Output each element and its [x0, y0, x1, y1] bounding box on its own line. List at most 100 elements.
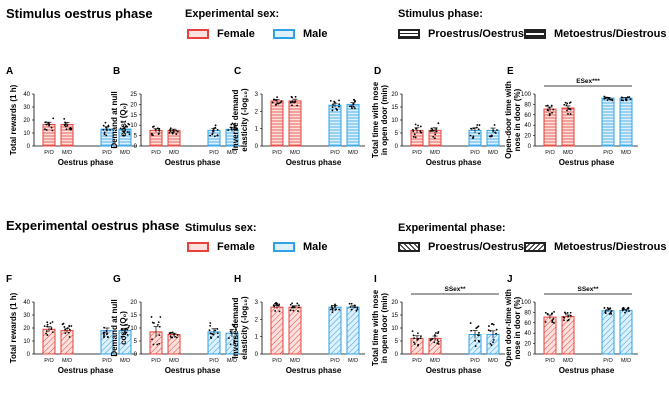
y-axis-label: elasticity (-log₁₀): [240, 296, 249, 360]
data-point: [271, 101, 274, 104]
legend-item-metoestrus: Metoestrus/Diestrous: [524, 28, 666, 40]
data-point: [567, 315, 570, 318]
data-point: [477, 334, 480, 337]
data-point: [210, 337, 213, 340]
data-point: [63, 124, 66, 126]
y-tick-label: 20: [130, 102, 137, 108]
data-point: [109, 129, 111, 131]
data-point: [69, 128, 72, 131]
data-point: [212, 333, 215, 336]
data-point: [472, 135, 475, 138]
data-point: [157, 321, 160, 324]
legend-label-female: Female: [217, 241, 255, 253]
data-point: [64, 332, 67, 335]
x-tick-label: M/D: [62, 358, 72, 364]
x-tick-label: M/D: [621, 358, 631, 364]
data-point: [105, 330, 108, 332]
x-tick-label: P/O: [412, 150, 422, 156]
data-point: [275, 103, 277, 106]
data-point: [434, 133, 437, 136]
top-phase-legend-title: Stimulus phase:: [398, 8, 483, 20]
data-point: [127, 122, 130, 125]
panel-letter: A: [6, 66, 13, 77]
data-point: [216, 129, 219, 131]
bar-female-po: [270, 306, 284, 355]
x-tick-label: M/D: [227, 358, 237, 364]
y-tick-label: 15: [391, 105, 398, 111]
data-point: [354, 100, 357, 102]
data-point: [289, 101, 292, 103]
data-point: [469, 134, 472, 137]
data-point: [171, 131, 174, 134]
data-point: [292, 306, 295, 309]
data-point: [488, 135, 491, 138]
x-tick-label: P/O: [209, 358, 219, 364]
x-tick-label: P/O: [330, 150, 340, 156]
data-point: [123, 131, 125, 134]
data-point: [472, 127, 475, 130]
x-tick-label: P/O: [151, 150, 161, 156]
data-point: [621, 309, 624, 312]
data-point: [46, 325, 49, 328]
data-point: [546, 104, 549, 107]
data-point: [151, 338, 153, 341]
data-point: [548, 113, 551, 115]
data-point: [289, 303, 292, 306]
bar-male-po: [207, 331, 221, 355]
x-tick-label: P/O: [44, 358, 54, 364]
data-point: [50, 126, 53, 129]
data-point: [332, 103, 334, 106]
data-point: [567, 107, 570, 110]
y-tick-label: 5: [134, 339, 138, 345]
y-tick-label: 0: [395, 144, 399, 150]
data-point: [65, 128, 68, 131]
x-tick-label: M/D: [290, 150, 300, 156]
bar-male-po: [328, 104, 342, 147]
data-point: [603, 307, 606, 309]
data-point: [168, 132, 171, 134]
data-point: [625, 310, 628, 312]
data-point: [352, 103, 355, 106]
data-point: [273, 305, 276, 308]
data-point: [63, 326, 66, 328]
data-point: [49, 322, 52, 325]
data-point: [334, 304, 337, 307]
data-point: [478, 331, 480, 334]
data-point: [417, 337, 420, 340]
y-tick-label: 20: [23, 118, 30, 124]
data-point: [68, 336, 71, 338]
data-point: [45, 129, 48, 131]
thick-hatch-swatch: [524, 29, 546, 39]
data-point: [412, 130, 415, 133]
data-point: [622, 99, 625, 102]
data-point: [105, 126, 108, 129]
data-point: [209, 322, 212, 324]
data-point: [433, 341, 436, 344]
data-point: [330, 308, 332, 311]
data-point: [474, 345, 477, 347]
data-point: [567, 113, 569, 115]
horizontal-hatch-swatch: [398, 29, 420, 39]
data-point: [622, 306, 625, 309]
data-point: [291, 104, 293, 107]
data-point: [169, 130, 172, 133]
data-point: [51, 331, 54, 334]
data-point: [489, 342, 492, 345]
y-axis-label: Inverse demand: [231, 297, 240, 358]
data-point: [437, 122, 440, 125]
x-tick-label: P/O: [545, 358, 555, 364]
y-axis-label: Demand at null: [110, 91, 119, 148]
data-point: [233, 123, 235, 126]
data-point: [606, 306, 609, 309]
legend-item-female: Female: [187, 28, 255, 40]
y-tick-label: 20: [391, 92, 398, 98]
bar-female-md: [167, 334, 181, 355]
data-point: [47, 122, 50, 125]
data-point: [412, 341, 415, 344]
data-point: [230, 126, 232, 129]
data-point: [429, 130, 432, 132]
y-tick-label: 20: [524, 342, 531, 348]
y-tick-label: 20: [130, 300, 137, 306]
data-point: [419, 130, 422, 133]
